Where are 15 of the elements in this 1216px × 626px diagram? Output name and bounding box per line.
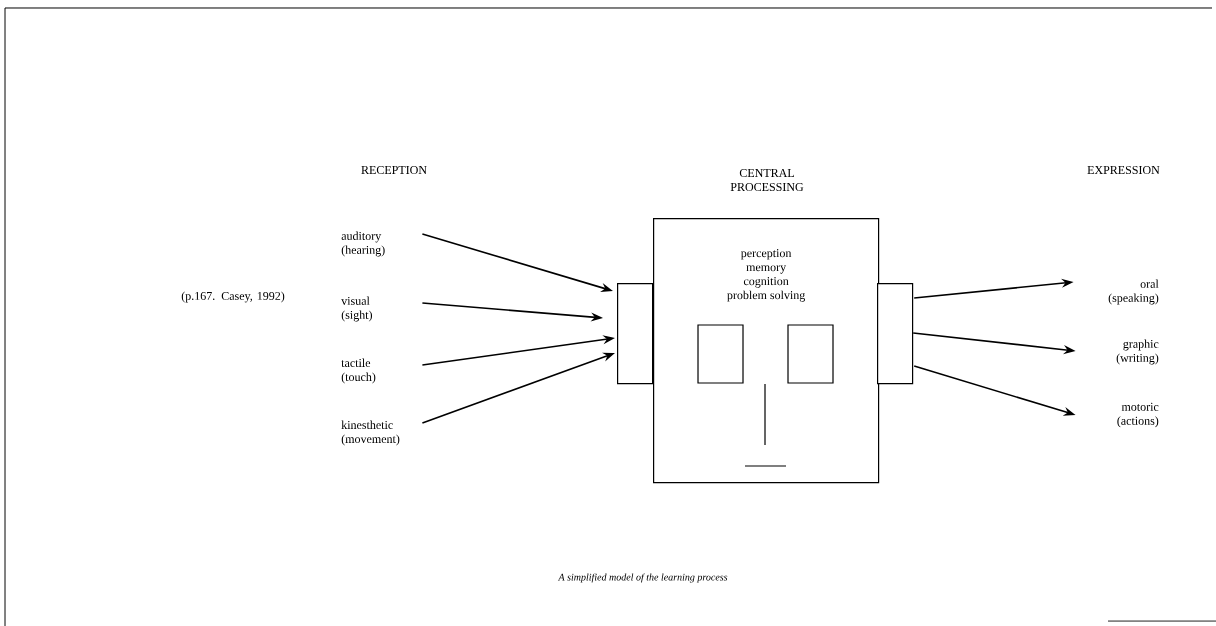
sense-label: tactile (touch) [341,358,376,384]
caption: A simplified model of the learning process [557,573,728,583]
sense-label: kinesthetic (movement) [341,420,400,446]
citation: (p.167. Casey, 1992) [181,291,285,303]
section-heading: RECEPTION [361,165,427,174]
section-heading: EXPRESSION [1087,165,1160,174]
sense-label: motoric (actions) [1117,402,1159,428]
port-box [617,283,654,385]
sense-label: auditory (hearing) [341,231,385,257]
processing-box: perception memory cognition problem solving [653,218,880,484]
sense-label: graphic (writing) [1116,339,1159,365]
sense-label: visual (sight) [341,296,372,322]
section-heading: CENTRAL PROCESSING [730,168,804,191]
port-box [877,283,914,385]
sense-label: oral (speaking) [1108,279,1159,305]
